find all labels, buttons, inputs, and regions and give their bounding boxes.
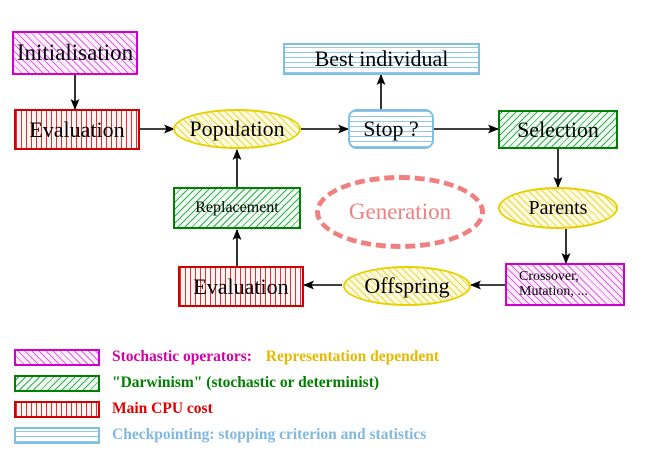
legend-label-checkpointing: Checkpointing: stopping criterion and st… [112, 426, 427, 443]
node-evaluation-bottom[interactable]: Evaluation [178, 266, 304, 307]
node-selection-label: Selection [517, 116, 599, 142]
node-replacement-label: Replacement [195, 198, 279, 216]
node-best-individual-label: Best individual [314, 46, 449, 72]
node-population-label: Population [189, 116, 285, 142]
node-replacement[interactable]: Replacement [173, 187, 301, 229]
node-evaluation-top-label: Evaluation [29, 116, 125, 142]
node-population[interactable]: Population [173, 109, 301, 149]
legend-label-stochastic-secondary: Representation dependent [265, 348, 440, 365]
node-evaluation-bottom-label: Evaluation [193, 273, 289, 299]
legend-row-checkpointing: Checkpointing: stopping criterion and st… [0, 422, 670, 448]
legend: Stochastic operators: Representation dep… [0, 344, 670, 448]
legend-label-darwinism: "Darwinism" (stochastic or determinist) [112, 374, 380, 391]
node-stop-label: Stop ? [363, 116, 419, 142]
legend-row-darwinism: "Darwinism" (stochastic or determinist) [0, 370, 670, 396]
node-evaluation-top[interactable]: Evaluation [14, 109, 140, 150]
legend-label-stochastic: Stochastic operators: Representation dep… [112, 348, 439, 366]
node-parents-label: Parents [528, 196, 588, 219]
node-crossover-mutation[interactable]: Crossover, Mutation, ... [505, 263, 625, 306]
node-best-individual[interactable]: Best individual [283, 43, 480, 75]
node-stop[interactable]: Stop ? [348, 109, 434, 149]
legend-row-cpu-cost: Main CPU cost [0, 396, 670, 422]
node-selection[interactable]: Selection [498, 110, 618, 149]
node-offspring[interactable]: Offspring [343, 266, 471, 306]
legend-swatch-blue-horizontal [14, 426, 100, 444]
legend-label-stochastic-primary: Stochastic operators: [112, 348, 252, 365]
legend-label-cpu-cost: Main CPU cost [112, 400, 213, 417]
legend-row-stochastic: Stochastic operators: Representation dep… [0, 344, 670, 370]
node-initialisation-label: Initialisation [16, 39, 134, 65]
node-crossover-mutation-label-line1: Crossover, [519, 268, 579, 284]
node-generation-label: Generation [348, 199, 452, 224]
legend-swatch-magenta-hatch [14, 348, 100, 366]
node-crossover-mutation-label-line2: Mutation, ... [519, 283, 588, 299]
node-parents[interactable]: Parents [498, 187, 618, 229]
legend-swatch-green-hatch [14, 374, 100, 392]
node-initialisation[interactable]: Initialisation [12, 31, 138, 75]
node-offspring-label: Offspring [364, 273, 450, 299]
node-generation[interactable]: Generation [315, 175, 485, 249]
legend-swatch-red-vertical [14, 400, 100, 418]
